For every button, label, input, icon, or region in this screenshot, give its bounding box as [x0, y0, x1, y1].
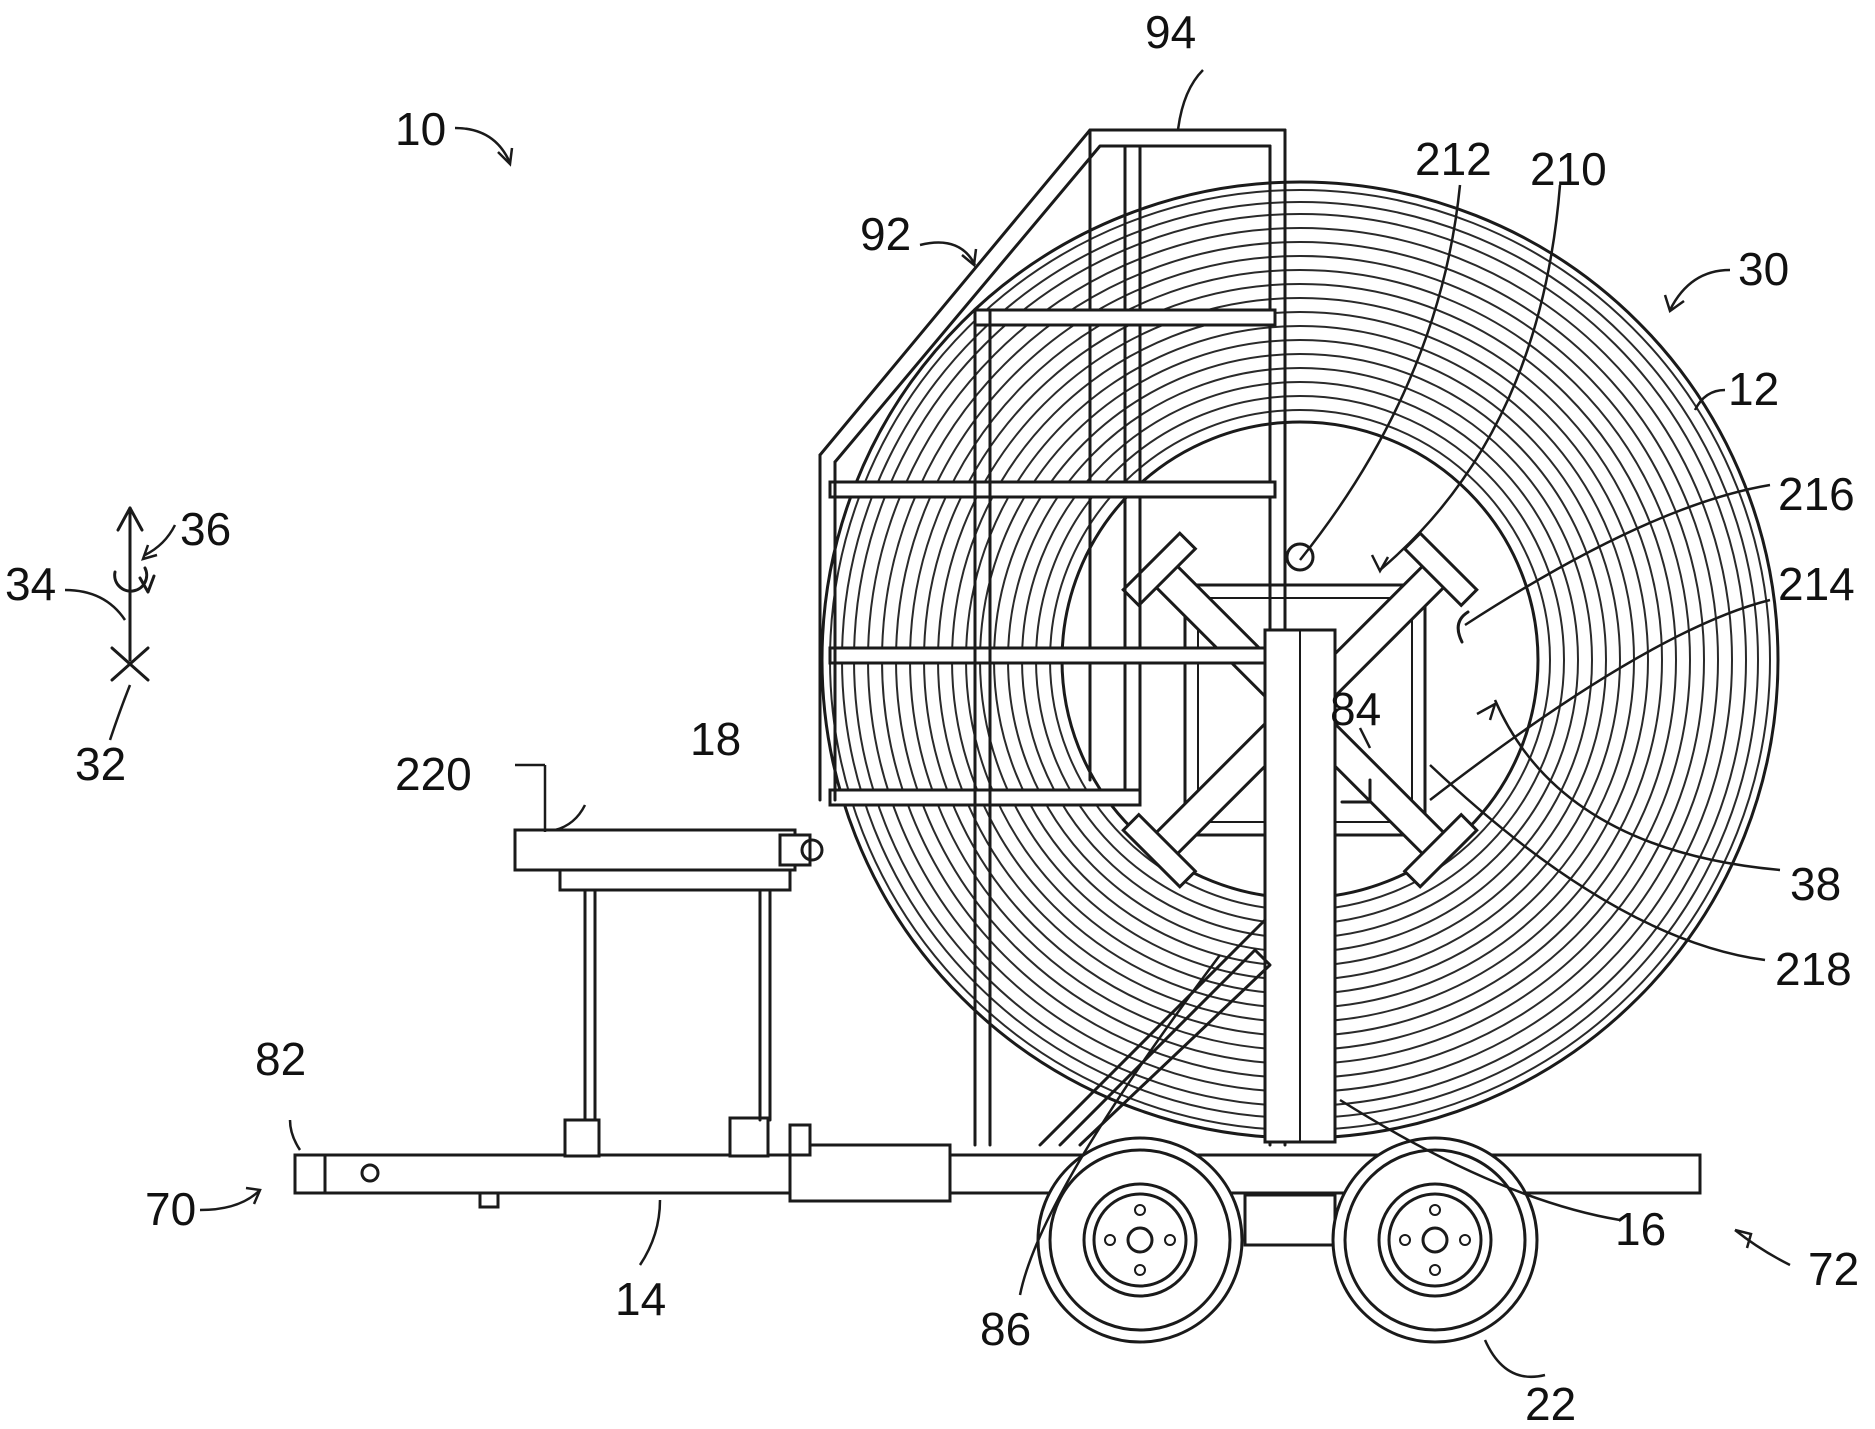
label-70: 70 — [145, 1183, 196, 1235]
control-platform — [515, 765, 822, 1120]
label-218: 218 — [1775, 943, 1852, 995]
label-92: 92 — [860, 208, 911, 260]
label-212: 212 — [1415, 133, 1492, 185]
label-18: 18 — [690, 713, 741, 765]
label-216: 216 — [1778, 468, 1855, 520]
reference-labels: 10 94 92 212 210 30 12 216 214 36 34 32 … — [5, 6, 1859, 1429]
label-14: 14 — [615, 1273, 666, 1325]
label-210: 210 — [1530, 143, 1607, 195]
label-82: 82 — [255, 1033, 306, 1085]
label-214: 214 — [1778, 558, 1855, 610]
label-86: 86 — [980, 1303, 1031, 1355]
label-30: 30 — [1738, 243, 1789, 295]
axis-indicator — [112, 508, 154, 680]
front-wheel — [1038, 1138, 1242, 1342]
label-16: 16 — [1615, 1203, 1666, 1255]
label-32: 32 — [75, 738, 126, 790]
rear-wheel — [1333, 1138, 1537, 1342]
label-94: 94 — [1145, 6, 1196, 58]
label-220: 220 — [395, 748, 472, 800]
label-12: 12 — [1728, 363, 1779, 415]
label-22: 22 — [1525, 1378, 1576, 1429]
label-84: 84 — [1330, 683, 1381, 735]
label-72: 72 — [1808, 1243, 1859, 1295]
label-38: 38 — [1790, 858, 1841, 910]
label-34: 34 — [5, 558, 56, 610]
label-36: 36 — [180, 503, 231, 555]
label-10: 10 — [395, 103, 446, 155]
